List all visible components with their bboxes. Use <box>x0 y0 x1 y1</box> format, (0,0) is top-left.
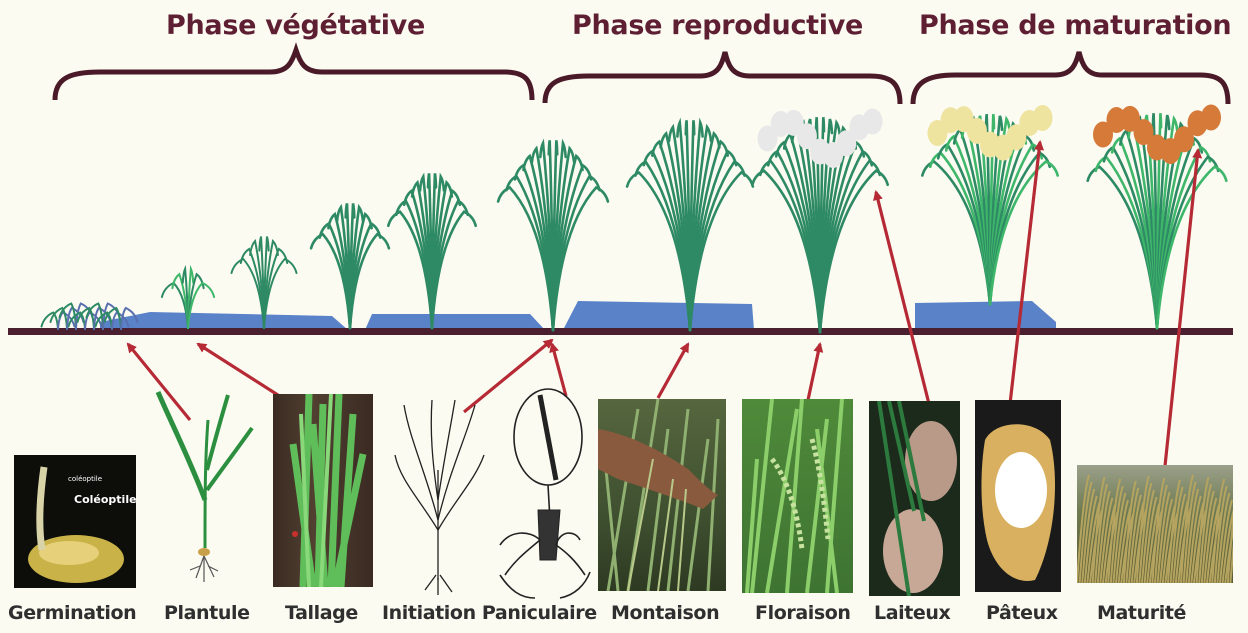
stage-arrow <box>876 192 930 408</box>
ground-line <box>8 328 1233 335</box>
plant-floraison <box>752 108 887 332</box>
stage-arrow <box>808 344 820 400</box>
stage-label-laiteux: Laiteux <box>874 602 950 624</box>
coleoptile-label: Coléoptile <box>74 493 136 506</box>
plant-laiteux <box>922 105 1057 304</box>
water-segment-2 <box>365 314 545 330</box>
photo-montaison <box>598 399 726 591</box>
phase-title-reproductive: Phase reproductive <box>572 10 863 41</box>
stage-label-montaison: Montaison <box>611 602 719 624</box>
stage-label-germination: Germination <box>8 602 136 624</box>
stage-label-plantule: Plantule <box>164 602 250 624</box>
stage-arrow <box>658 344 688 398</box>
illustration-plantule <box>158 392 252 582</box>
phase-title-maturation: Phase de maturation <box>919 10 1231 41</box>
sketch-initiation-plant <box>395 400 484 595</box>
photo-laiteux <box>869 401 960 596</box>
phase-title-vegetative: Phase végétative <box>166 10 425 41</box>
plant-montaison <box>627 120 753 330</box>
photo-maturite <box>1077 465 1233 583</box>
plant-tallage-2 <box>311 203 389 328</box>
photo-floraison <box>742 399 853 593</box>
stage-label-initiation-paniculaire: Initiation Paniculaire <box>382 602 597 624</box>
plant-tallage-3 <box>388 173 475 328</box>
water-segment-3 <box>563 301 754 330</box>
water-segment-4 <box>915 301 1056 330</box>
paddy-water <box>100 301 1056 330</box>
stage-label-pateux: Pâteux <box>986 602 1058 624</box>
stage-arrow <box>552 344 566 396</box>
photo-tallage <box>273 394 373 587</box>
sketch-stem-dissection <box>500 389 590 598</box>
stage-label-maturite: Maturité <box>1097 602 1186 624</box>
stage-label-floraison: Floraison <box>755 602 851 624</box>
plant-growth-sequence <box>42 104 1227 332</box>
brace-reproductive <box>545 52 900 104</box>
stage-label-tallage: Tallage <box>285 602 358 624</box>
photo-germination-seed: coléoptile Coléoptile <box>14 455 136 588</box>
brace-maturation <box>913 52 1228 104</box>
stage-arrow <box>128 344 190 420</box>
plant-maturite <box>1088 104 1227 328</box>
brace-vegetative <box>55 50 532 100</box>
photo-pateux <box>975 400 1061 592</box>
seed-small-label: coléoptile <box>68 475 102 483</box>
